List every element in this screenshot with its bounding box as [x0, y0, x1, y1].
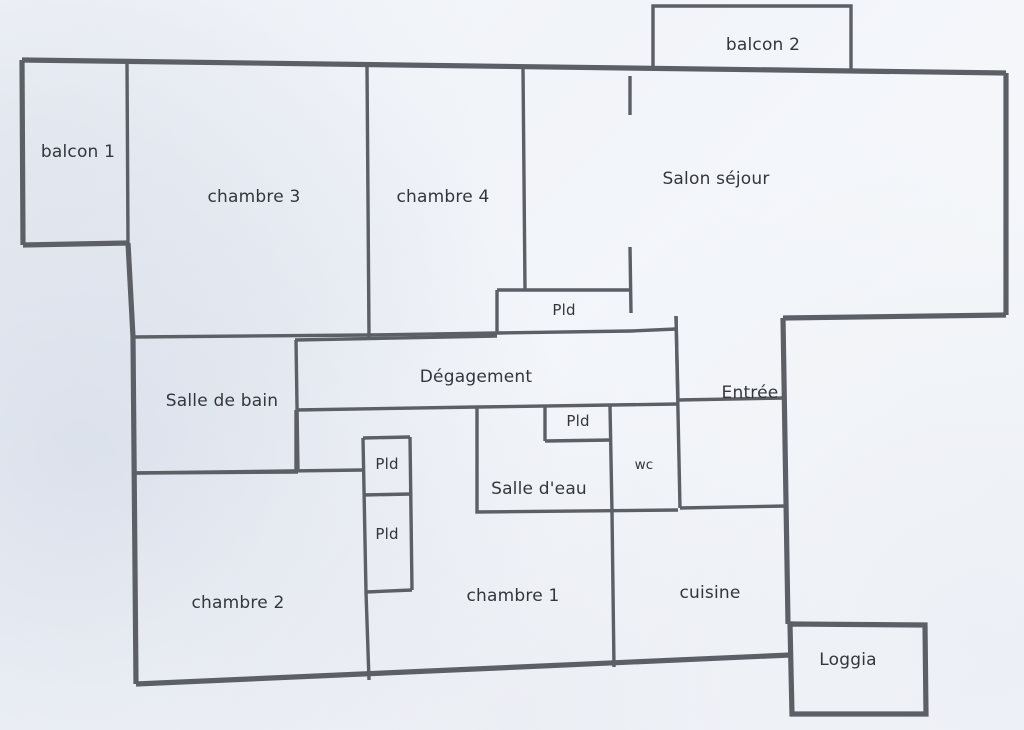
room-label-cuisine: cuisine: [679, 583, 740, 603]
wall-degagement-bottom: [295, 405, 478, 412]
wall-degagement-top-left: [294, 334, 498, 342]
wall-loggia: [787, 621, 929, 717]
wall-chambre3-chambre4: [365, 64, 371, 338]
room-label-wc: wc: [635, 457, 654, 473]
wall-salon-left-bottom-stub: [628, 246, 633, 314]
room-label-salledebain: Salle de bain: [166, 391, 278, 411]
room-area-balcon2[interactable]: [657, 9, 847, 67]
wall-outer-left-upper: [125, 242, 136, 338]
room-area-salon[interactable]: [633, 78, 1003, 312]
wall-entree-left: [674, 315, 682, 509]
wall-chambre4-bottom: [368, 331, 498, 337]
wall-degagement-top-right: [630, 327, 677, 333]
room-area-chambre2[interactable]: [138, 475, 362, 678]
wall-chambre2-top: [134, 468, 364, 475]
wall-pld-stack-left: [361, 437, 368, 593]
wall-degagement-bottom-right: [677, 396, 785, 402]
room-area-cuisine[interactable]: [616, 510, 783, 667]
room-area-wc[interactable]: [614, 407, 676, 509]
room-label-salon: Salon séjour: [662, 169, 769, 189]
room-label-salledeau: Salle d'eau: [491, 479, 587, 499]
wall-salon-bottom: [782, 312, 1007, 321]
wall-pld-salledeau-bottom: [544, 438, 612, 443]
wall-outer-bottom: [135, 652, 791, 687]
room-label-degagement: Dégagement: [420, 367, 533, 387]
room-area-chambre1[interactable]: [371, 514, 611, 677]
room-label-chambre4: chambre 4: [397, 187, 490, 207]
room-area-pld-couloir-1[interactable]: [366, 440, 409, 493]
room-area-salledeau[interactable]: [480, 409, 608, 509]
wall-wc-left: [608, 405, 614, 513]
wall-chambre3-bottom: [132, 333, 370, 339]
wall-pld-stack-divider: [362, 492, 412, 497]
wall-pld-stack-top: [362, 435, 411, 440]
wall-balcon1-left: [19, 59, 26, 246]
wall-outer-top: [21, 57, 1007, 76]
wall-balcon2: [651, 4, 853, 71]
room-label-pld-couloir-2: Pld: [375, 525, 398, 543]
room-label-loggia: Loggia: [819, 650, 877, 670]
wall-chambre4-right: [521, 66, 527, 291]
room-label-chambre2: chambre 2: [192, 593, 285, 613]
wall-balcon1-right: [125, 61, 130, 244]
wall-balcon1-bottom: [22, 240, 129, 248]
wall-pld-salon-bottom: [496, 329, 632, 335]
room-label-entree: Entrée: [722, 383, 779, 403]
wall-pld-stack-right: [408, 436, 414, 591]
wall-entree-bottom: [679, 504, 787, 510]
room-label-pld-salon: Pld: [552, 301, 575, 319]
wall-chambre1-right: [610, 511, 616, 668]
wall-chambre2-right: [364, 591, 371, 681]
room-area-entree[interactable]: [681, 320, 781, 504]
wall-outer-right-lower: [780, 317, 791, 625]
wall-pld-stack-bottom: [365, 588, 413, 594]
room-area-loggia[interactable]: [794, 628, 923, 712]
room-area-salledebain[interactable]: [137, 343, 294, 470]
room-label-balcon1: balcon 1: [41, 142, 115, 162]
room-area-degagement[interactable]: [299, 342, 674, 404]
room-label-pld-salledeau: Pld: [566, 412, 589, 430]
room-area-chambre4[interactable]: [372, 66, 521, 333]
room-label-chambre1: chambre 1: [467, 586, 560, 606]
wall-outer-left-lower: [130, 336, 139, 685]
room-label-pld-couloir-1: Pld: [375, 455, 398, 473]
wall-salledeau-top: [476, 402, 679, 409]
room-area-pld-salon[interactable]: [500, 293, 628, 330]
room-label-balcon2: balcon 2: [726, 35, 800, 55]
room-label-chambre3: chambre 3: [208, 187, 301, 207]
room-area-chambre3[interactable]: [131, 64, 365, 334]
room-area-balcon1[interactable]: [26, 63, 124, 241]
